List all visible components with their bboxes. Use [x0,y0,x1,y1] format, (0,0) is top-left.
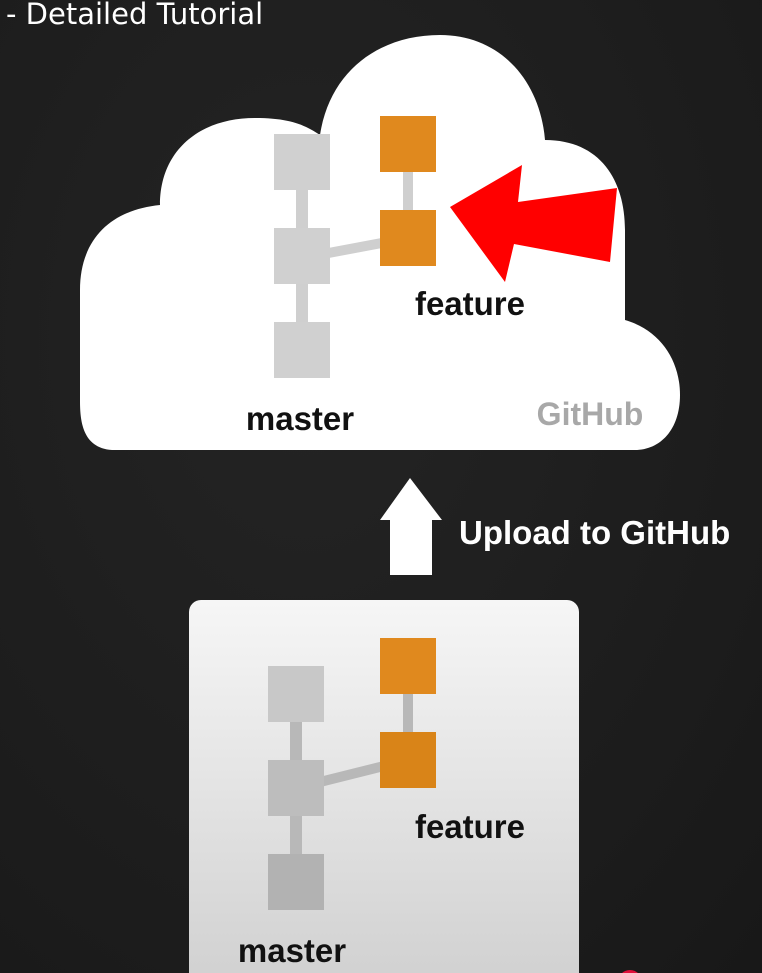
remote-feature-commit [380,116,436,172]
remote-master-commit [274,322,330,378]
local-master-commit [268,666,324,722]
local-feature-commit [380,732,436,788]
remote-master-commit [274,228,330,284]
local-master-commit [268,760,324,816]
upload-label: Upload to GitHub [459,514,730,551]
remote-feature-commit [380,210,436,266]
upload-indicator: Upload to GitHub [380,478,730,575]
local-master-label: master [238,932,346,969]
local-feature-label: feature [415,808,525,845]
local-repository: feature master [189,600,579,973]
upload-arrow-icon [380,478,442,575]
record-dot-icon [622,970,638,973]
local-feature-commit [380,638,436,694]
remote-master-commit [274,134,330,190]
red-pointer-arrow [450,165,617,282]
remote-master-label: master [246,400,354,437]
remote-feature-label: feature [415,285,525,322]
local-master-commit [268,854,324,910]
github-label: GitHub [537,396,644,432]
video-title: - Detailed Tutorial [6,0,264,31]
remote-branch-graph: feature master [246,116,525,437]
